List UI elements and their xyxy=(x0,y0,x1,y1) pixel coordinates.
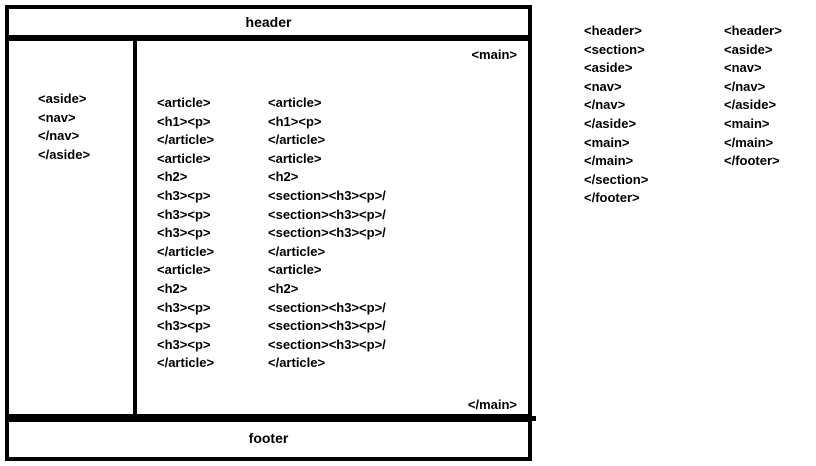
code-line: </nav> xyxy=(724,78,766,94)
code-line: <header> xyxy=(724,23,782,38)
code-line: <article> xyxy=(268,95,322,110)
code-line: <aside> xyxy=(724,41,773,57)
code-line: </section> xyxy=(584,171,649,187)
code-line: <section><h3><p>/ xyxy=(268,299,386,315)
code-line: <section><h3><p>/ xyxy=(268,206,386,222)
code-line: <h3><p> xyxy=(157,299,211,315)
code-line: </footer> xyxy=(584,190,640,206)
code-line: <aside> xyxy=(38,91,87,106)
code-line: </aside> xyxy=(584,115,637,131)
code-line: <article> xyxy=(268,262,322,278)
code-line: <article> xyxy=(157,95,211,110)
code-line: </nav> xyxy=(584,97,626,113)
code-line: </article> xyxy=(268,355,326,371)
footer-region-label: footer xyxy=(248,430,289,446)
code-line: <header> xyxy=(584,23,642,38)
aside-main-divider xyxy=(133,37,137,418)
code-line: <article> xyxy=(157,150,211,166)
code-line: <h1><p> xyxy=(157,113,211,129)
code-line: <nav> xyxy=(724,60,762,76)
code-line: </main> xyxy=(584,153,634,169)
code-line: <main> xyxy=(724,115,770,131)
main-open-tag-label: <main> xyxy=(471,47,517,62)
code-line: <nav> xyxy=(584,78,622,94)
outline-code-column-right: <header> <aside> <nav> </nav> </aside> <… xyxy=(724,22,782,171)
code-line: <section><h3><p>/ xyxy=(268,336,386,352)
code-line: <h3><p> xyxy=(157,187,211,203)
code-line: <h2> xyxy=(157,280,188,296)
page-layout-diagram: header footer <main> </main> <aside> <na… xyxy=(5,5,536,461)
code-line: </footer> xyxy=(724,153,780,169)
code-line: </article> xyxy=(157,132,215,148)
code-line: <nav> xyxy=(38,109,76,125)
outline-code-column-left: <header> <section> <aside> <nav> </nav> … xyxy=(584,22,648,208)
code-line: <h2> xyxy=(157,169,188,185)
main-code-column-left: <article> <h1><p> </article> <article> <… xyxy=(157,94,214,373)
code-line: <h2> xyxy=(268,280,299,296)
divider-tick-mark xyxy=(529,416,536,421)
code-line: <article> xyxy=(157,262,211,278)
body-region-box xyxy=(5,37,532,418)
code-line: </nav> xyxy=(38,128,80,144)
code-line: <h3><p> xyxy=(157,336,211,352)
code-line: <h1><p> xyxy=(268,113,322,129)
code-line: <section> xyxy=(584,41,645,57)
code-line: <h3><p> xyxy=(157,206,211,222)
main-code-column-right: <article> <h1><p> </article> <article> <… xyxy=(268,94,386,373)
code-line: </aside> xyxy=(724,97,777,113)
code-line: <h3><p> xyxy=(157,225,211,241)
code-line: <article> xyxy=(268,150,322,166)
code-line: </article> xyxy=(157,355,215,371)
aside-code-column: <aside> <nav> </nav> </aside> xyxy=(38,90,90,164)
code-line: <aside> xyxy=(584,60,633,76)
code-line: </article> xyxy=(268,132,326,148)
code-line: <section><h3><p>/ xyxy=(268,187,386,203)
code-line: </main> xyxy=(724,134,774,150)
code-line: </aside> xyxy=(38,146,91,162)
main-close-tag-label: </main> xyxy=(467,397,517,412)
code-line: <h3><p> xyxy=(157,318,211,334)
code-line: <section><h3><p>/ xyxy=(268,318,386,334)
code-line: </article> xyxy=(268,243,326,259)
code-line: <main> xyxy=(584,134,630,150)
footer-region-box xyxy=(5,418,532,461)
code-line: <h2> xyxy=(268,169,299,185)
code-line: <section><h3><p>/ xyxy=(268,225,386,241)
header-region-label: header xyxy=(245,14,292,30)
code-line: </article> xyxy=(157,243,215,259)
